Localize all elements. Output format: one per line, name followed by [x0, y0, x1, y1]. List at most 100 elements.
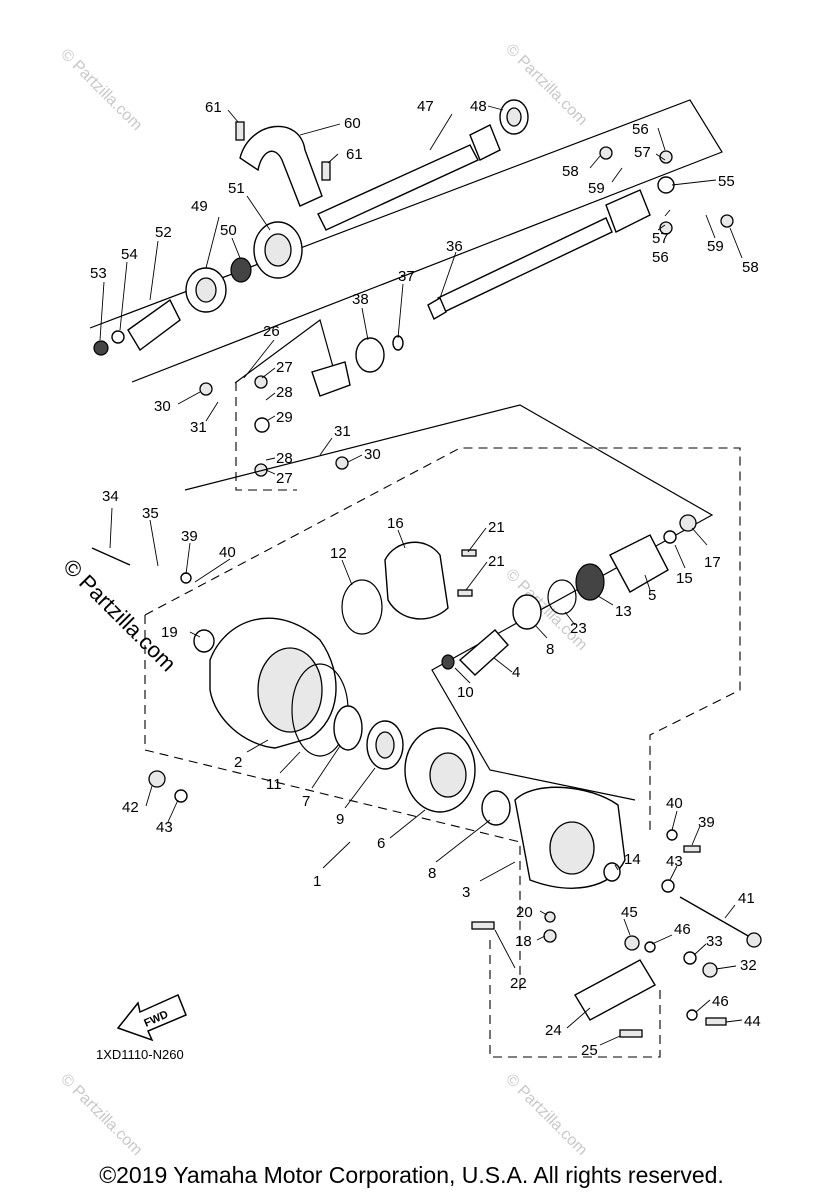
callout-32: 32	[740, 957, 757, 974]
callout-47: 47	[417, 98, 434, 115]
bolt-39	[683, 845, 701, 853]
bearing-49-inner	[195, 277, 217, 303]
callout-31: 31	[190, 419, 207, 436]
callout-57: 57	[652, 230, 669, 247]
rubber-bushing-inner	[264, 233, 292, 267]
bearing-cup	[659, 150, 673, 164]
nut-53	[93, 340, 109, 356]
bearing-cup	[659, 221, 673, 235]
circlip-23	[547, 579, 577, 615]
bearing-8	[512, 594, 542, 630]
callout-28: 28	[276, 450, 293, 467]
callout-30: 30	[154, 398, 171, 415]
bearing-48-inner	[506, 107, 522, 127]
watermark-text: © Partzilla.com	[57, 46, 145, 134]
callout-54: 54	[121, 246, 138, 263]
callout-21: 21	[488, 519, 505, 536]
bolt-42	[148, 770, 166, 788]
callout-15: 15	[676, 570, 693, 587]
callout-20: 20	[516, 904, 533, 921]
cup-27	[254, 375, 268, 389]
nut-45	[624, 935, 640, 951]
case-3-opening	[549, 821, 595, 875]
shaft-group-outline	[89, 99, 723, 383]
washer-43	[661, 879, 675, 893]
bearing-holder-bracket	[239, 125, 323, 207]
callout-19: 19	[161, 624, 178, 641]
screw-21	[457, 589, 473, 597]
callout-21: 21	[488, 553, 505, 570]
callout-43: 43	[666, 853, 683, 870]
callout-59: 59	[588, 180, 605, 197]
callout-48: 48	[470, 98, 487, 115]
callout-42: 42	[122, 799, 139, 816]
joint-group-dashed	[235, 382, 297, 491]
callout-14: 14	[624, 851, 641, 868]
cup-30	[335, 456, 349, 470]
case-housing-opening	[257, 647, 323, 733]
callout-56: 56	[652, 249, 669, 266]
washer-46	[644, 941, 656, 953]
callout-30: 30	[364, 446, 381, 463]
bolt-22	[471, 921, 495, 930]
callout-60: 60	[344, 115, 361, 132]
callout-10: 10	[457, 684, 474, 701]
gasket-20	[544, 911, 556, 923]
callout-41: 41	[738, 890, 755, 907]
callout-18: 18	[515, 933, 532, 950]
oil-seal-13	[575, 563, 605, 601]
callout-27: 27	[276, 359, 293, 376]
bolt-44	[705, 1017, 727, 1026]
callout-58: 58	[562, 163, 579, 180]
leader-lines	[99, 105, 743, 1046]
callout-22: 22	[510, 975, 527, 992]
callout-45: 45	[621, 904, 638, 921]
watermark-text: © Partzilla.com	[57, 1071, 145, 1159]
callout-46: 46	[712, 993, 729, 1010]
bearing-cup	[599, 146, 613, 160]
callout-1: 1	[313, 873, 321, 890]
callout-61: 61	[205, 99, 222, 116]
differential-parts	[91, 514, 762, 1038]
callout-28: 28	[276, 384, 293, 401]
upper-shaft	[317, 144, 479, 231]
callout-43: 43	[156, 819, 173, 836]
callout-34: 34	[102, 488, 119, 505]
callout-8: 8	[428, 865, 436, 882]
joint-group-bracket	[234, 318, 339, 386]
callout-16: 16	[387, 515, 404, 532]
callout-36: 36	[446, 238, 463, 255]
bracket-group-outline	[489, 940, 661, 1058]
diff-assembly-outline	[144, 615, 521, 990]
callout-56: 56	[632, 121, 649, 138]
bolt-41	[679, 896, 751, 938]
callout-29: 29	[276, 409, 293, 426]
callout-38: 38	[352, 291, 369, 308]
oil-seal-50	[230, 257, 252, 283]
flange-yoke	[127, 298, 181, 352]
callout-52: 52	[155, 224, 172, 241]
shim-7	[333, 705, 363, 751]
plug-18	[543, 929, 557, 943]
fwd-arrow-icon	[116, 993, 187, 1042]
callout-51: 51	[228, 180, 245, 197]
bearing-cup	[720, 214, 734, 228]
callout-58: 58	[742, 259, 759, 276]
callout-26: 26	[263, 323, 280, 340]
washer-46	[686, 1009, 698, 1021]
watermark-text-large: © Partzilla.com	[58, 554, 181, 677]
callout-50: 50	[220, 222, 237, 239]
callout-46: 46	[674, 921, 691, 938]
callout-35: 35	[142, 505, 159, 522]
callout-17: 17	[704, 554, 721, 571]
callout-53: 53	[90, 265, 107, 282]
bearing-8	[481, 790, 511, 826]
diff-assembly-outline	[144, 447, 741, 835]
pinion-gear-4	[458, 629, 509, 676]
coupling-gear-5	[609, 534, 669, 593]
bolt-41-head	[746, 932, 762, 948]
upper-shaft-spline	[469, 124, 501, 161]
oil-seal-19	[193, 629, 215, 653]
callout-61: 61	[346, 146, 363, 163]
